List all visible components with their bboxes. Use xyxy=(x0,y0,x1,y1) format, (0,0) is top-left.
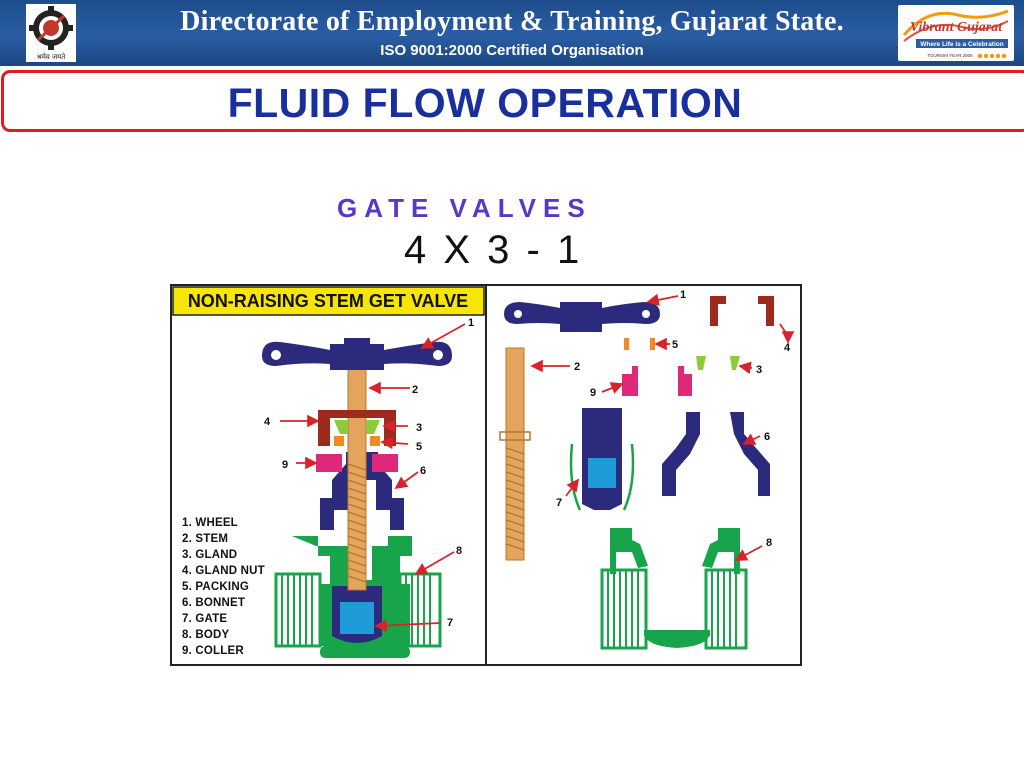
packing-part xyxy=(334,436,380,446)
diagram-banner: NON-RAISING STEM GET VALVE xyxy=(188,291,468,311)
assembled-valve: 1 2 3 4 5 6 7 8 9 xyxy=(262,317,474,658)
vibrant-gujarat-footer: TOURISM YEAR 2006 xyxy=(927,53,973,58)
legend-item: 4. GLAND NUT xyxy=(182,565,265,577)
exploded-callout-gate: 7 xyxy=(556,497,562,509)
diagram-banner-background xyxy=(172,286,485,316)
exploded-callout-bonnet: 6 xyxy=(764,431,770,443)
callout-body: 8 xyxy=(456,545,462,557)
exploded-bonnet-left xyxy=(662,412,700,496)
coller-part xyxy=(316,454,398,472)
wheel-part xyxy=(262,338,452,370)
callout-wheel: 1 xyxy=(468,317,474,329)
exploded-callout-packing: 5 xyxy=(672,339,678,351)
assembled-callout-arrows xyxy=(280,323,466,632)
vibrant-gujarat-title: Vibrant Gujarat xyxy=(910,20,1003,35)
iso-certification-text: ISO 9001:2000 Certified Organisation xyxy=(380,42,644,59)
exploded-view: 1 5 4 2 3 9 6 7 8 xyxy=(499,289,795,650)
diagram-code: 4 X 3 - 1 xyxy=(404,228,583,272)
callout-stem: 2 xyxy=(412,384,418,396)
exploded-callout-gland: 3 xyxy=(756,364,762,376)
legend-item: 6. BONNET xyxy=(182,597,246,609)
vibrant-gujarat-tagline: Where Life is a Celebration xyxy=(920,41,1003,48)
callout-coller: 9 xyxy=(282,459,288,471)
exploded-callout-arrows xyxy=(530,293,795,561)
parts-legend: 1. WHEEL 2. STEM 3. GLAND 4. GLAND NUT 5… xyxy=(182,515,265,659)
exploded-callout-gland-nut: 4 xyxy=(784,342,791,354)
exploded-gland-left xyxy=(696,356,706,370)
legend-item: 9. COLLER xyxy=(182,645,244,657)
legend-item: 8. BODY xyxy=(182,629,230,641)
vibrant-gujarat-logo-icon: Vibrant Gujarat Where Life is a Celebrat… xyxy=(898,5,1014,61)
legend-item: 2. STEM xyxy=(182,533,229,545)
exploded-bonnet-right xyxy=(730,412,770,496)
legend-item: 7. GATE xyxy=(182,613,228,625)
header-bar: श्रमेव जयते Directorate of Employment & … xyxy=(0,0,1024,66)
exploded-wheel xyxy=(504,302,660,332)
exploded-packing-left xyxy=(624,338,629,350)
callout-gland: 3 xyxy=(416,422,422,434)
legend-item: 1. WHEEL xyxy=(182,517,238,529)
stem-part xyxy=(347,363,367,591)
exploded-callout-stem: 2 xyxy=(574,361,580,373)
callout-packing: 5 xyxy=(416,441,422,453)
callout-bonnet: 6 xyxy=(420,465,426,477)
exploded-callout-wheel: 1 xyxy=(680,289,686,301)
legend-item: 3. GLAND xyxy=(182,549,238,561)
title-frame xyxy=(1,70,1024,132)
exploded-callout-body: 8 xyxy=(766,537,772,549)
exploded-body xyxy=(610,528,740,648)
logo-motto-text: श्रमेव जयते xyxy=(37,52,67,61)
callout-gate: 7 xyxy=(447,617,453,629)
exploded-gland-nut-right xyxy=(758,296,774,326)
exploded-coller-right xyxy=(678,366,692,396)
exploded-coller-left xyxy=(622,366,638,396)
gate-part xyxy=(332,586,382,643)
exploded-gland-right xyxy=(730,356,740,370)
gate-valve-diagram: NON-RAISING STEM GET VALVE xyxy=(170,284,802,666)
exploded-packing-right xyxy=(650,338,655,350)
organisation-title: Directorate of Employment & Training, Gu… xyxy=(180,6,844,37)
gland-part xyxy=(334,420,380,434)
exploded-callout-coller: 9 xyxy=(590,387,596,399)
callout-gland-nut: 4 xyxy=(264,416,271,428)
legend-item: 5. PACKING xyxy=(182,581,249,593)
page-title: FLUID FLOW OPERATION xyxy=(227,80,743,126)
exploded-gland-nut-left xyxy=(710,296,726,326)
section-heading: GATE VALVES xyxy=(337,193,592,223)
gear-emblem-icon: श्रमेव जयते xyxy=(26,4,76,62)
